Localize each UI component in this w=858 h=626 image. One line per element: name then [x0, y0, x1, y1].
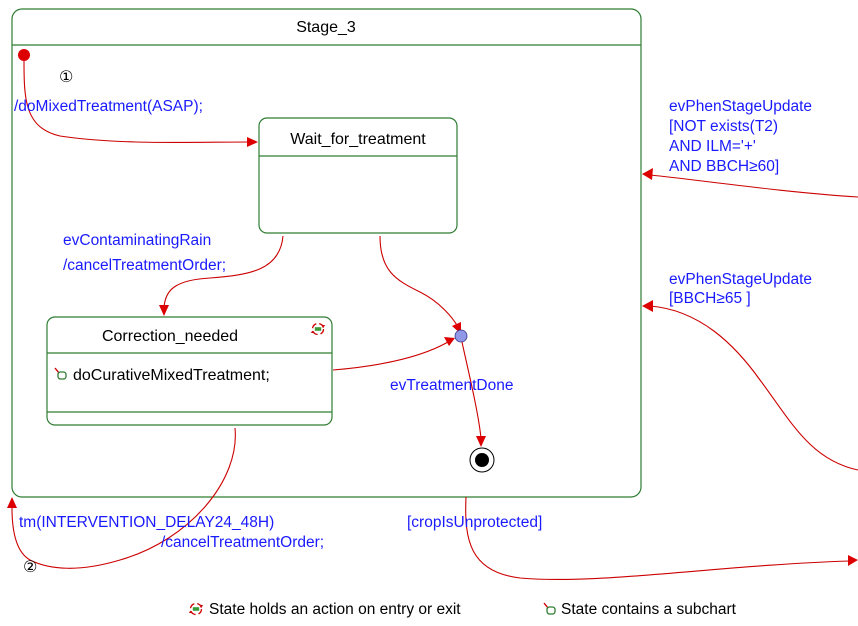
phen-stage-65-label-2: [BBCH≥65 ] [669, 290, 751, 307]
timeout-label-2: /cancelTreatmentOrder; [161, 534, 324, 551]
curative-treatment-action: doCurativeMixedTreatment; [73, 367, 270, 384]
phen-stage-60-label-3: AND ILM='+' [669, 138, 756, 155]
treatment-done-label: evTreatmentDone [390, 377, 514, 394]
rain-action-label: /cancelTreatmentOrder; [63, 257, 226, 274]
wait-for-treatment-title: Wait_for_treatment [290, 131, 426, 148]
initial-action-label: /doMixedTreatment(ASAP); [14, 98, 203, 115]
legend: State holds an action on entry or exit S… [188, 601, 737, 618]
legend-entry-exit-text: State holds an action on entry or exit [209, 601, 461, 618]
marker-one: ① [59, 69, 73, 86]
transition-crop-unprotected[interactable] [465, 496, 858, 581]
phen-stage-60-label-4: AND BBCH≥60] [669, 158, 779, 175]
transition-wait-to-correction[interactable] [159, 235, 284, 316]
phen-stage-60-label-1: evPhenStageUpdate [669, 98, 812, 115]
phen-stage-60-label-2: [NOT exists(T2) [669, 118, 778, 135]
rain-event-label: evContaminatingRain [63, 232, 211, 249]
legend-subchart-icon [543, 602, 556, 615]
state-wait-for-treatment[interactable]: Wait_for_treatment [258, 117, 458, 234]
timeout-label-1: tm(INTERVENTION_DELAY24_48H) [19, 514, 274, 531]
transition-initial-to-wait[interactable] [23, 60, 258, 147]
legend-subchart-text: State contains a subchart [561, 601, 737, 618]
transition-correction-to-junction[interactable] [332, 337, 455, 371]
phen-stage-65-label-1: evPhenStageUpdate [669, 271, 812, 288]
stage-3-title: Stage_3 [296, 19, 356, 36]
transition-phen-stage-60[interactable] [642, 168, 858, 198]
transition-junction-to-final[interactable] [461, 341, 486, 447]
junction-node [454, 329, 468, 343]
initial-state-dot [18, 49, 30, 61]
marker-two: ② [23, 559, 37, 576]
legend-entry-exit-icon [188, 602, 204, 616]
crop-unprotected-label: [cropIsUnprotected] [407, 514, 542, 531]
transition-phen-stage-65[interactable] [642, 300, 858, 471]
transition-timeout[interactable] [7, 427, 236, 569]
correction-needed-title: Correction_needed [102, 328, 238, 345]
state-correction-needed[interactable]: Correction_needed doCurativeMixedTreatme… [46, 316, 333, 426]
final-state [469, 447, 495, 473]
